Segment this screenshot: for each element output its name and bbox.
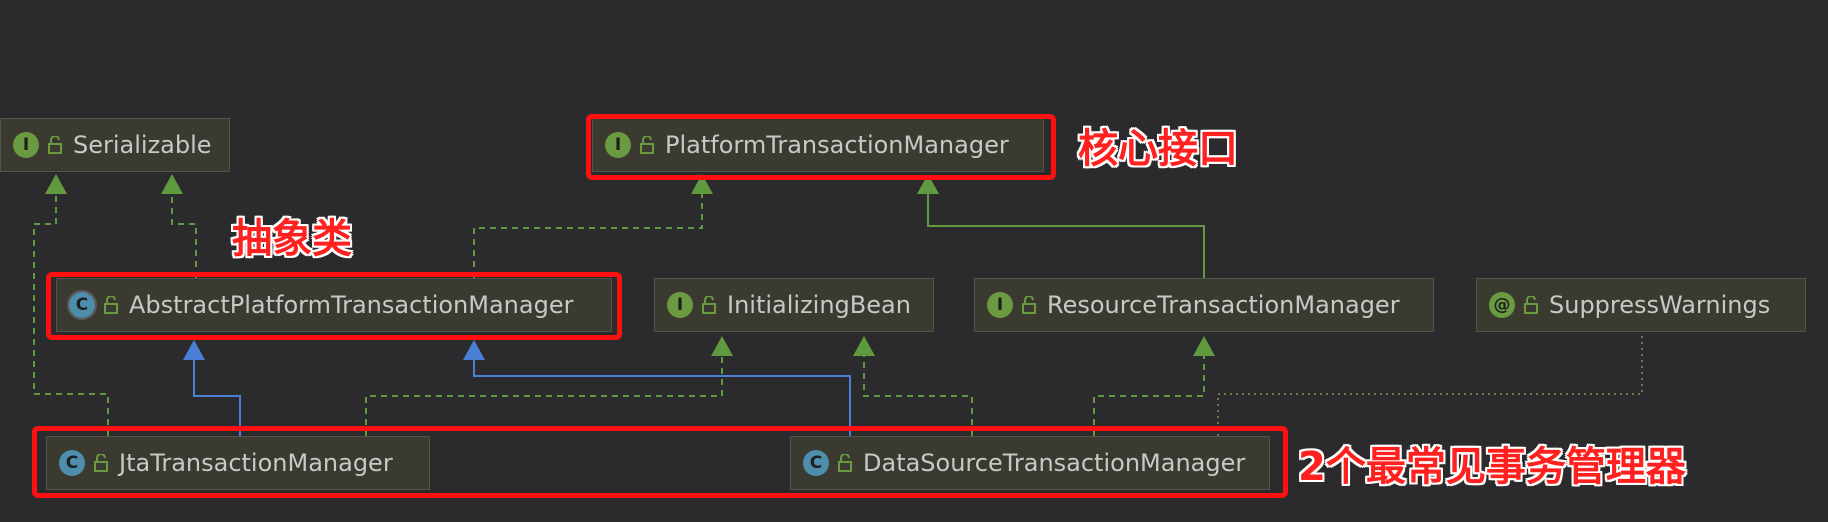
lock-icon [1523, 296, 1539, 314]
node-label: PlatformTransactionManager [665, 131, 1009, 159]
annotation-abstract-class: 抽象类 [232, 216, 352, 262]
implements-line [927, 192, 1205, 278]
implements-line [473, 192, 703, 278]
abstract-class-icon: C [67, 290, 97, 320]
lock-icon [47, 136, 63, 154]
implements-arrowhead [1193, 336, 1215, 356]
class-icon: C [803, 450, 829, 476]
node-suppress-warnings[interactable]: @ SuppressWarnings [1476, 278, 1806, 332]
implements-arrowhead [853, 336, 875, 356]
interface-icon: I [987, 292, 1013, 318]
node-abstract-platform-transaction-manager[interactable]: C AbstractPlatformTransactionManager [56, 278, 612, 332]
extends-line [473, 358, 851, 436]
interface-icon: I [605, 132, 631, 158]
highlight-core-interface [586, 114, 1056, 180]
annotation-core-interface: 核心接口 [1078, 126, 1238, 172]
lock-icon [103, 296, 119, 314]
implements-line [863, 354, 973, 436]
implements-line [1093, 354, 1205, 436]
node-initializing-bean[interactable]: I InitializingBean [654, 278, 934, 332]
node-label: AbstractPlatformTransactionManager [129, 291, 574, 319]
class-icon: C [59, 450, 85, 476]
node-platform-transaction-manager[interactable]: I PlatformTransactionManager [592, 118, 1044, 172]
annotation-line [1217, 332, 1643, 436]
implements-arrowhead [917, 174, 939, 194]
extends-arrowhead [463, 340, 485, 360]
implements-arrowhead [711, 336, 733, 356]
extends-line [193, 358, 241, 436]
implements-line [33, 192, 109, 436]
lock-icon [701, 296, 717, 314]
lock-icon [837, 454, 853, 472]
node-datasource-transaction-manager[interactable]: C DataSourceTransactionManager [790, 436, 1270, 490]
node-label: ResourceTransactionManager [1047, 291, 1400, 319]
implements-line [365, 354, 723, 436]
node-label: JtaTransactionManager [119, 449, 393, 477]
interface-icon: I [13, 132, 39, 158]
extends-arrowhead [183, 340, 205, 360]
implements-arrowhead [161, 174, 183, 194]
node-serializable[interactable]: I Serializable [0, 118, 230, 172]
node-jta-transaction-manager[interactable]: C JtaTransactionManager [46, 436, 430, 490]
lock-icon [93, 454, 109, 472]
node-resource-transaction-manager[interactable]: I ResourceTransactionManager [974, 278, 1434, 332]
implements-arrowhead [45, 174, 67, 194]
annotation-icon: @ [1489, 292, 1515, 318]
implements-arrowhead [691, 174, 713, 194]
highlight-abstract-class [46, 272, 622, 340]
interface-icon: I [667, 292, 693, 318]
lock-icon [639, 136, 655, 154]
implements-line [171, 192, 197, 278]
highlight-common-managers [32, 426, 1288, 498]
node-label: DataSourceTransactionManager [863, 449, 1246, 477]
annotation-common-managers: 2个最常见事务管理器 [1298, 444, 1686, 490]
node-label: Serializable [73, 131, 212, 159]
node-label: InitializingBean [727, 291, 911, 319]
node-label: SuppressWarnings [1549, 291, 1771, 319]
lock-icon [1021, 296, 1037, 314]
